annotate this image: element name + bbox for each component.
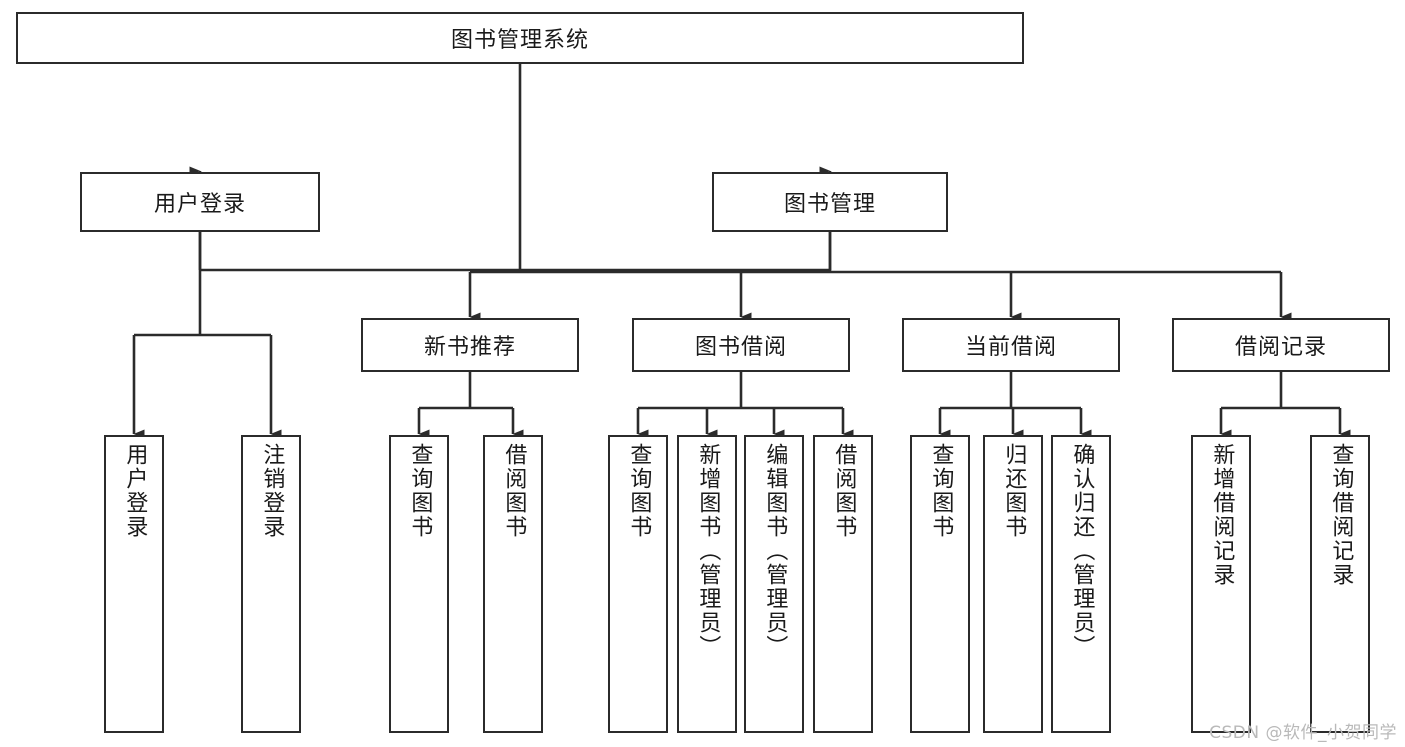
node-leaf-query-record-label: 查询借阅记录 [1328,443,1354,587]
node-book-borrow-label: 图书借阅 [694,335,787,360]
node-leaf-query-book-1-label: 查询图书 [407,443,433,539]
node-user-login-label: 用户登录 [153,192,246,217]
node-current-borrow[interactable]: 当前借阅 [902,318,1120,372]
node-leaf-logout[interactable]: 注销登录 [241,435,301,733]
node-leaf-query-book-3-label: 查询图书 [928,443,954,539]
node-leaf-query-book-2[interactable]: 查询图书 [608,435,668,733]
node-leaf-confirm-return[interactable]: 确认归还（管理员） [1051,435,1111,733]
node-leaf-borrow-book-1[interactable]: 借阅图书 [483,435,543,733]
node-leaf-query-record[interactable]: 查询借阅记录 [1310,435,1370,733]
node-leaf-user-login-label: 用户登录 [122,443,148,539]
node-leaf-query-book-2-label: 查询图书 [626,443,652,539]
node-book-borrow[interactable]: 图书借阅 [632,318,850,372]
node-leaf-user-login[interactable]: 用户登录 [104,435,164,733]
node-leaf-confirm-return-label: 确认归还（管理员） [1069,443,1095,659]
node-leaf-edit-book[interactable]: 编辑图书（管理员） [744,435,804,733]
node-current-borrow-label: 当前借阅 [964,335,1057,360]
node-borrow-record[interactable]: 借阅记录 [1172,318,1390,372]
node-root-label: 图书管理系统 [450,28,589,53]
node-leaf-edit-book-label: 编辑图书（管理员） [762,443,788,659]
node-book-manage[interactable]: 图书管理 [712,172,948,232]
watermark-text: CSDN @软件_小贺同学 [1209,723,1397,743]
node-new-book-rec[interactable]: 新书推荐 [361,318,579,372]
node-root[interactable]: 图书管理系统 [16,12,1024,64]
node-borrow-record-label: 借阅记录 [1234,335,1327,360]
node-leaf-return-book[interactable]: 归还图书 [983,435,1043,733]
node-book-manage-label: 图书管理 [783,192,876,217]
node-leaf-borrow-book-2-label: 借阅图书 [831,443,857,539]
node-leaf-add-book[interactable]: 新增图书（管理员） [677,435,737,733]
node-leaf-query-book-1[interactable]: 查询图书 [389,435,449,733]
node-leaf-logout-label: 注销登录 [259,443,285,539]
node-leaf-borrow-book-2[interactable]: 借阅图书 [813,435,873,733]
node-leaf-query-book-3[interactable]: 查询图书 [910,435,970,733]
node-new-book-rec-label: 新书推荐 [423,335,516,360]
node-leaf-borrow-book-1-label: 借阅图书 [501,443,527,539]
node-leaf-return-book-label: 归还图书 [1001,443,1027,539]
node-leaf-add-record[interactable]: 新增借阅记录 [1191,435,1251,733]
node-leaf-add-record-label: 新增借阅记录 [1209,443,1235,587]
node-leaf-add-book-label: 新增图书（管理员） [695,443,721,659]
node-user-login[interactable]: 用户登录 [80,172,320,232]
